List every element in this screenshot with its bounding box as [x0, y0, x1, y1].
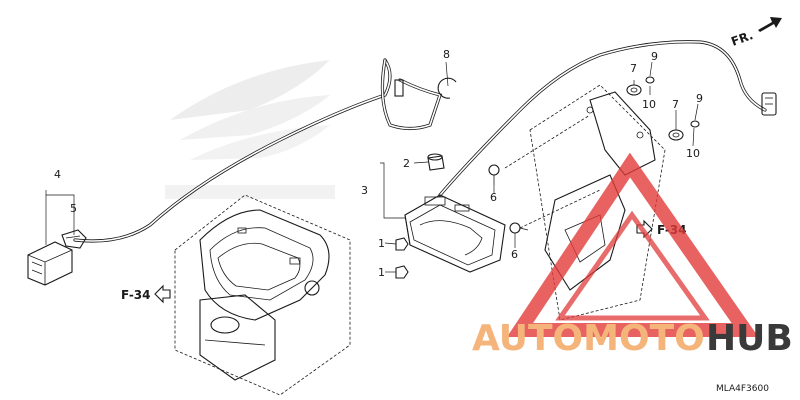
callout-7b: 7	[672, 98, 679, 111]
callout-1a: 1	[378, 237, 385, 250]
honda-wing-logo	[165, 60, 335, 199]
cross-references: F-34 F-34 FR.	[121, 17, 782, 304]
leader-lines	[45, 61, 699, 273]
diagram-code: MLA4F3600	[716, 384, 769, 394]
callout-6b: 6	[511, 248, 518, 261]
watermark: AUTOMOTO HUB	[472, 152, 793, 359]
callout-8: 8	[443, 48, 450, 61]
callout-10b: 10	[686, 147, 700, 160]
tail-housing	[174, 194, 351, 396]
callout-4: 4	[54, 168, 61, 181]
tail-light-assembly	[404, 194, 506, 273]
nuts	[395, 237, 409, 279]
callout-9b: 9	[696, 92, 703, 105]
wire-harness	[73, 40, 777, 243]
harness-connector	[27, 229, 87, 286]
callout-1b: 1	[378, 266, 385, 279]
circlip	[437, 77, 457, 99]
callout-5: 5	[70, 202, 77, 215]
reference-front: FR.	[729, 28, 755, 49]
watermark-text-main: AUTOMOTO	[472, 318, 705, 359]
callout-6a: 6	[490, 191, 497, 204]
watermark-triangle	[506, 152, 759, 337]
rubber-grommets	[626, 76, 700, 141]
callout-7a: 7	[630, 62, 637, 75]
watermark-text-accent: HUB	[706, 318, 793, 359]
callout-3: 3	[361, 184, 368, 197]
callouts: 1 1 2 3 4 5 6 6 7 7 8 9 9 10 10	[54, 48, 703, 279]
arrow-left-icon	[154, 284, 171, 304]
reference-left: F-34	[121, 288, 151, 302]
callout-2: 2	[403, 157, 410, 170]
front-arrow-icon	[758, 17, 782, 32]
arrow-right-icon	[636, 219, 653, 239]
grommet	[427, 153, 445, 171]
callout-10a: 10	[642, 98, 656, 111]
callout-9a: 9	[651, 50, 658, 63]
